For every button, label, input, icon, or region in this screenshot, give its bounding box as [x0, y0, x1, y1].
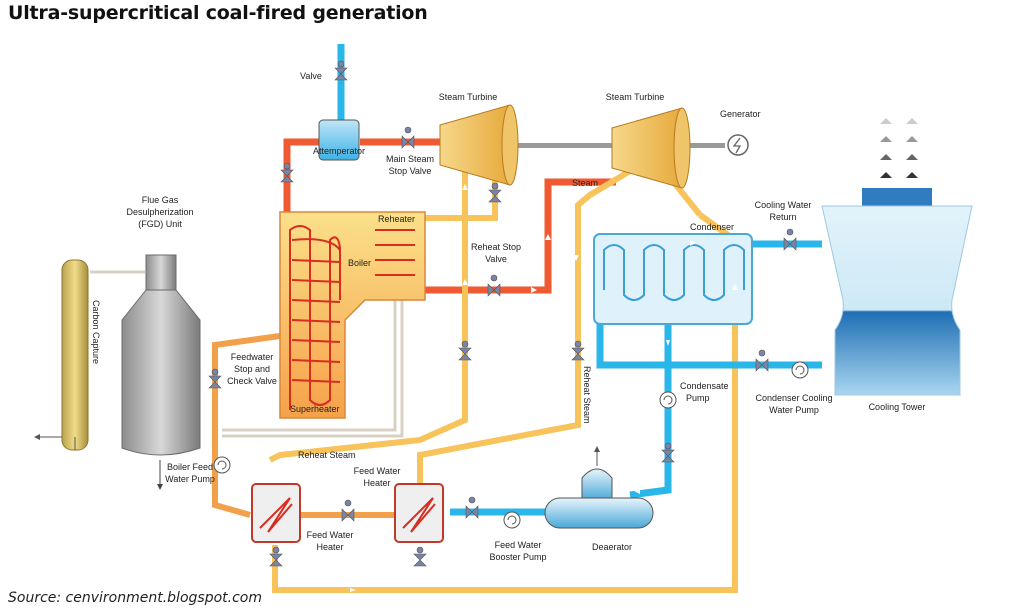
- steam-turbine-label-1: Steam Turbine: [439, 92, 498, 102]
- attemperator: Attemperator: [313, 119, 365, 161]
- generator: Generator: [720, 109, 761, 156]
- fwh-2-label-line1: Feed Water: [354, 466, 401, 476]
- fgd-unit: Flue Gas Desulpherization (FGD) Unit: [121, 195, 201, 490]
- reheat-steam-valve-icon: [571, 340, 585, 361]
- boiler-feed-pump-label-2: Water Pump: [165, 474, 215, 484]
- feedwater-stop-label-1: Feedwater: [231, 352, 274, 362]
- feedwater-stop-label-3: Check Valve: [227, 376, 277, 386]
- diagram-title: Ultra-supercritical coal-fired generatio…: [8, 2, 428, 24]
- cc-pump-label-2: Water Pump: [769, 405, 819, 415]
- flow-arrows: [246, 184, 738, 592]
- pipe-flue-return: [90, 270, 404, 438]
- fgd-label-line2: Desulpherization: [126, 207, 193, 217]
- boiler-feed-pump-label-1: Boiler Feed: [167, 462, 213, 472]
- cooling-water-return-label-1: Cooling Water: [755, 200, 812, 210]
- boiler-feed-water-pump: Boiler Feed Water Pump: [165, 456, 231, 484]
- heater-link-valve-icon: [341, 499, 355, 522]
- pipe-main-steam: [283, 138, 616, 294]
- deaerator: Deaerator: [544, 446, 654, 552]
- condenser: Condenser: [593, 222, 753, 325]
- turbine-bleed-valve-icon: [488, 182, 502, 203]
- feed-water-booster-pump: Feed Water Booster Pump: [489, 511, 547, 562]
- carbon-capture-label: Carbon Capture: [91, 300, 101, 364]
- condenser-cooling-water-pump: Condenser Cooling Water Pump: [755, 361, 833, 415]
- reheat-stop-valve-label-1: Reheat Stop: [471, 242, 521, 252]
- valves: [208, 60, 797, 567]
- reheat-steam-horizontal-label: Reheat Steam: [298, 450, 356, 460]
- boiler: Reheater Boiler Superheater: [279, 211, 426, 419]
- main-steam-stop-valve-label-1: Main Steam: [386, 154, 434, 164]
- booster-pump-label-1: Feed Water: [495, 540, 542, 550]
- fwh-1-label-line1: Feed Water: [307, 530, 354, 540]
- fwh-1-label-line2: Heater: [316, 542, 343, 552]
- generator-label: Generator: [720, 109, 761, 119]
- steam-label: Steam: [572, 178, 598, 188]
- reheat-stop-valve-icon: [487, 274, 501, 297]
- deaerator-label: Deaerator: [592, 542, 632, 552]
- superheater-label: Superheater: [290, 404, 340, 414]
- reheat-line-valve-icon: [458, 340, 472, 361]
- main-steam-stop-valve-icon: [401, 126, 415, 149]
- cooling-tower: Cooling Tower: [821, 188, 973, 412]
- fwh-2-label-line2: Heater: [363, 478, 390, 488]
- feedwater-stop-check-valve-icon: [208, 368, 222, 389]
- main-steam-stop-valve-label-2: Stop Valve: [389, 166, 432, 176]
- feedwater-stop-label-2: Stop and: [234, 364, 270, 374]
- reheater-label: Reheater: [378, 214, 415, 224]
- fgd-label-line3: (FGD) Unit: [138, 219, 182, 229]
- booster-pump-label-2: Booster Pump: [489, 552, 546, 562]
- reheat-steam-vertical-label: Reheat Steam: [582, 366, 592, 424]
- pipe-reheat-steam: [268, 162, 738, 593]
- reheat-stop-valve-label-2: Valve: [485, 254, 507, 264]
- attemperator-label: Attemperator: [313, 146, 365, 156]
- boiler-label: Boiler: [348, 258, 371, 268]
- steam-turbine-label-2: Steam Turbine: [606, 92, 665, 102]
- valve-attemperator-left-icon: [280, 162, 294, 183]
- feed-water-heater-1: Feed Water Heater: [251, 483, 354, 552]
- valve-top-icon: [334, 60, 348, 81]
- heater-1-drain-valve-icon: [269, 546, 283, 567]
- heater-2-drain-valve-icon: [413, 546, 427, 567]
- valve-label: Valve: [300, 71, 322, 81]
- steam-turbine-lp: Steam Turbine: [606, 92, 691, 189]
- feed-water-heater-2: Feed Water Heater: [354, 466, 444, 543]
- cooling-water-return-valve-icon: [783, 228, 797, 251]
- source-credit: Source: cenvironment.blogspot.com: [8, 590, 262, 606]
- condensate-valve-icon: [661, 442, 675, 463]
- condensate-pump: Condensate Pump: [659, 381, 729, 409]
- condensate-pump-label-2: Pump: [686, 393, 710, 403]
- cooling-tower-steam: [880, 118, 918, 178]
- fgd-label-line1: Flue Gas: [142, 195, 179, 205]
- steam-turbine-hp: Steam Turbine: [439, 92, 519, 186]
- booster-valve-icon: [465, 496, 479, 519]
- cooling-tower-label: Cooling Tower: [869, 402, 926, 412]
- cc-pump-label-1: Condenser Cooling: [755, 393, 832, 403]
- condensate-pump-label-1: Condensate: [680, 381, 729, 391]
- carbon-capture-column: Carbon Capture: [34, 259, 101, 451]
- condenser-cooling-valve-icon: [755, 349, 769, 372]
- condenser-label: Condenser: [690, 222, 734, 232]
- cooling-water-return-label-2: Return: [769, 212, 796, 222]
